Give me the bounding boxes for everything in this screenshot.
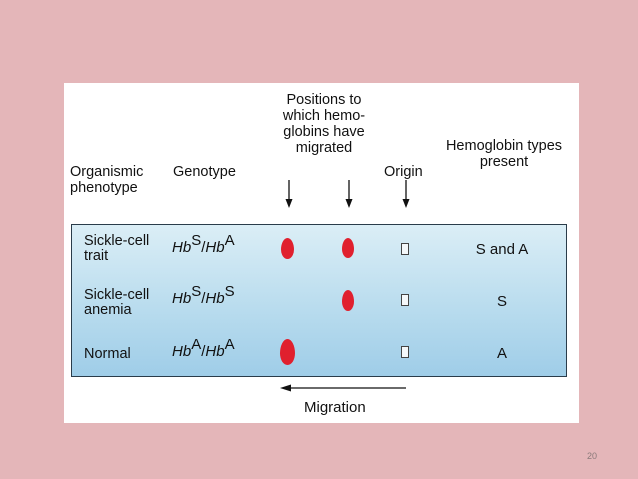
row-types-trait: S and A <box>462 241 542 258</box>
positions-header: Positions to which hemo- globins have mi… <box>259 92 389 156</box>
row-genotype-anemia: HbS/HbS <box>172 290 235 307</box>
row-phenotype-anemia: Sickle-cell anemia <box>84 288 149 318</box>
allele-1-superscript: S <box>191 232 201 249</box>
row-phenotype-trait: Sickle-cell trait <box>84 234 149 264</box>
genotype-header: Genotype <box>173 164 236 180</box>
hemoglobin-band-a <box>280 339 295 365</box>
row-phenotype-normal: Normal <box>84 347 131 362</box>
origin-well <box>401 243 409 255</box>
allele-2: Hb <box>205 290 224 307</box>
hemoglobin-band-s <box>342 238 354 258</box>
allele-2-superscript: A <box>225 232 235 249</box>
allele-1: Hb <box>172 343 191 360</box>
arrow-down-icon <box>401 180 411 208</box>
arrow-down-icon <box>284 180 294 208</box>
origin-header: Origin <box>384 164 423 180</box>
hemoglobin-band-a <box>281 238 294 259</box>
row-genotype-normal: HbA/HbA <box>172 343 235 360</box>
hemoglobin-types-header: Hemoglobin types present <box>429 138 579 170</box>
arrow-down-icon <box>344 180 354 208</box>
migration-arrow-icon <box>280 383 406 393</box>
allele-1-superscript: A <box>191 336 201 353</box>
allele-1: Hb <box>172 290 191 307</box>
page-number: 20 <box>587 451 597 461</box>
allele-1: Hb <box>172 239 191 256</box>
allele-2: Hb <box>205 343 224 360</box>
hemoglobin-band-s <box>342 290 354 311</box>
migration-label: Migration <box>304 399 366 416</box>
allele-2-superscript: A <box>225 336 235 353</box>
row-genotype-trait: HbS/HbA <box>172 239 235 256</box>
origin-well <box>401 294 409 306</box>
allele-2: Hb <box>205 239 224 256</box>
row-types-normal: A <box>462 345 542 362</box>
electrophoresis-figure: Positions to which hemo- globins have mi… <box>64 83 579 423</box>
allele-2-superscript: S <box>225 283 235 300</box>
row-types-anemia: S <box>462 293 542 310</box>
phenotype-header: Organismic phenotype <box>70 164 143 196</box>
origin-well <box>401 346 409 358</box>
allele-1-superscript: S <box>191 283 201 300</box>
